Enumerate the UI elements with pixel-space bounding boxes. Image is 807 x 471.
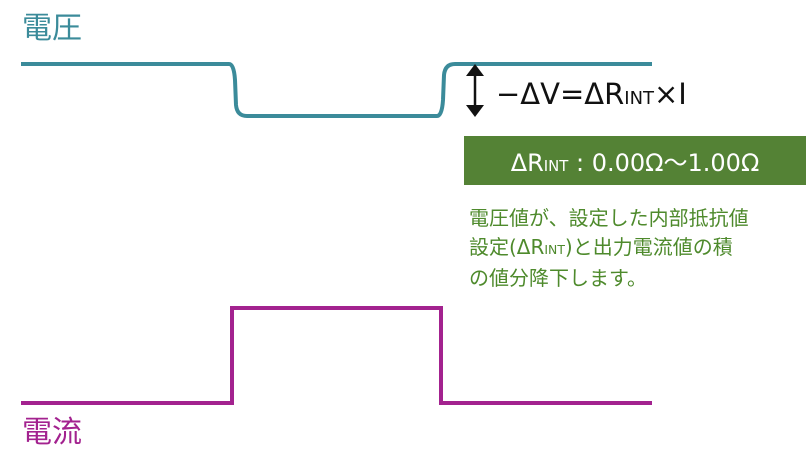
resistance-range: ΔRINT : 0.00Ω〜1.00Ω <box>511 143 760 178</box>
description-line-3: の値分降下します。 <box>469 266 647 290</box>
description-text: 電圧値が、設定した内部抵抗値 設定(ΔRINT)と出力電流値の積 の値分降下しま… <box>469 204 805 293</box>
description-line-1: 電圧値が、設定した内部抵抗値 <box>469 206 749 230</box>
range-prefix: ΔR <box>510 149 544 177</box>
formula-subscript: INT <box>624 88 654 109</box>
range-subscript: INT <box>543 157 569 175</box>
description-line-2-subscript: INT <box>544 242 565 257</box>
voltage-waveform <box>21 62 652 118</box>
resistance-range-box: ΔRINT : 0.00Ω〜1.00Ω <box>464 136 806 185</box>
formula-rhs: ×I <box>653 77 687 111</box>
delta-v-formula: −ΔV=ΔRINT×I <box>496 80 687 109</box>
voltage-label: 電圧 <box>22 11 82 46</box>
description-line-2-post: )と出力電流値の積 <box>564 235 733 259</box>
current-waveform <box>21 306 652 405</box>
delta-v-arrow <box>466 64 484 117</box>
description-line-2: 設定(ΔRINT)と出力電流値の積 <box>469 233 805 264</box>
formula-lhs: −ΔV=ΔR <box>496 77 625 111</box>
description-line-2-pre: 設定(ΔR <box>469 235 545 259</box>
current-label: 電流 <box>22 415 82 450</box>
range-suffix: : 0.00Ω〜1.00Ω <box>568 149 760 177</box>
